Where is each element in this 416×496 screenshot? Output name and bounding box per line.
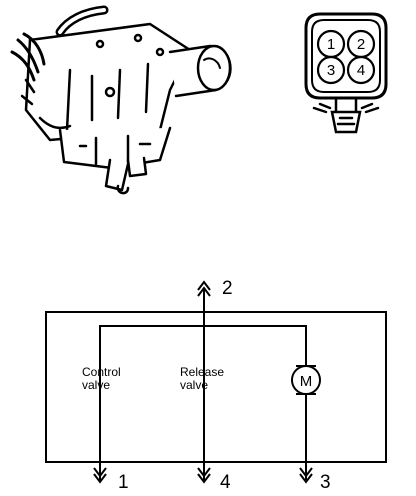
control-valve-label-line1: Control (82, 365, 121, 379)
release-valve-label-line2: valve (180, 378, 208, 392)
connector-pin-3-label: 3 (327, 62, 335, 79)
connector-face: 1 2 3 4 (304, 12, 388, 134)
terminal-4-arrow (197, 462, 211, 484)
connector-pin-4-label: 4 (357, 62, 365, 79)
terminal-1-arrow (93, 462, 107, 484)
terminal-1-label: 1 (118, 472, 129, 493)
control-valve-label-line2: valve (82, 378, 110, 392)
terminal-3-label: 3 (320, 472, 331, 493)
connector-pin-2-label: 2 (357, 36, 365, 53)
connector-pin-3 (316, 55, 346, 85)
connector-housing (304, 12, 388, 100)
terminal-2-arrow (197, 280, 211, 297)
terminal-3-arrow (299, 462, 313, 484)
terminal-2-label: 2 (222, 278, 233, 299)
actuator-illustration (10, 5, 232, 195)
release-valve-label-line1: Release (180, 365, 224, 379)
terminal-4-label: 4 (220, 472, 231, 493)
connector-pin-4 (346, 55, 376, 85)
schematic: M 2 1 4 3 Control valve Re (45, 278, 387, 493)
connector-latch (312, 96, 380, 134)
motor-label: M (300, 373, 313, 390)
schematic-frame (45, 311, 387, 463)
connector-pin-1-label: 1 (327, 36, 335, 53)
